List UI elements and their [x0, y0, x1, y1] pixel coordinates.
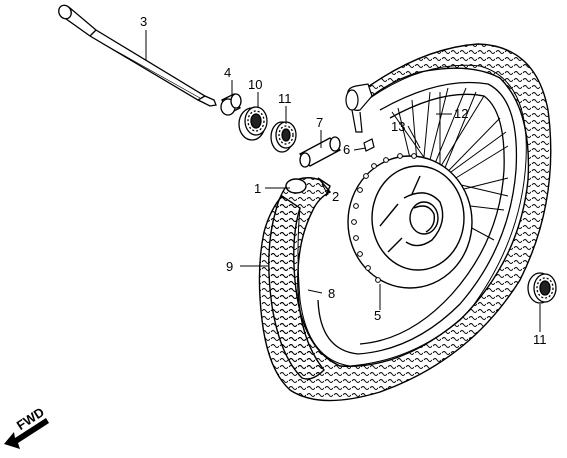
wheel-bearing-11-lower	[527, 272, 557, 304]
wheel-bearing-10	[238, 106, 268, 141]
fwd-arrow-icon	[4, 418, 49, 449]
distance-collar	[298, 136, 342, 168]
side-collar	[220, 93, 242, 116]
callout-1: 1	[254, 181, 262, 196]
callout-10: 10	[248, 77, 263, 92]
tire	[258, 43, 552, 402]
callout-9: 9	[226, 259, 234, 274]
callout-5: 5	[374, 308, 382, 323]
leader-8	[307, 289, 323, 294]
wheel-hub	[347, 153, 473, 289]
leader-2	[321, 183, 329, 196]
leader-13	[407, 125, 421, 149]
leader-lines	[145, 30, 541, 332]
rim	[317, 81, 518, 355]
callout-12: 12	[454, 106, 469, 121]
leader-6	[353, 147, 367, 151]
rim-band	[345, 83, 373, 133]
inner-tube	[268, 177, 332, 380]
callout-3: 3	[140, 14, 148, 29]
wheel-bearing-11-upper	[270, 121, 297, 153]
callout-6: 6	[343, 142, 351, 157]
callout-11-upper: 11	[278, 91, 292, 106]
callout-7: 7	[316, 115, 324, 130]
callout-8: 8	[328, 286, 336, 301]
callout-4: 4	[224, 65, 232, 80]
callout-13: 13	[391, 119, 406, 134]
callout-11-lower: 11	[533, 332, 547, 347]
spoke-nipple	[363, 138, 375, 152]
callout-2: 2	[332, 189, 340, 204]
front-axle	[58, 4, 217, 107]
